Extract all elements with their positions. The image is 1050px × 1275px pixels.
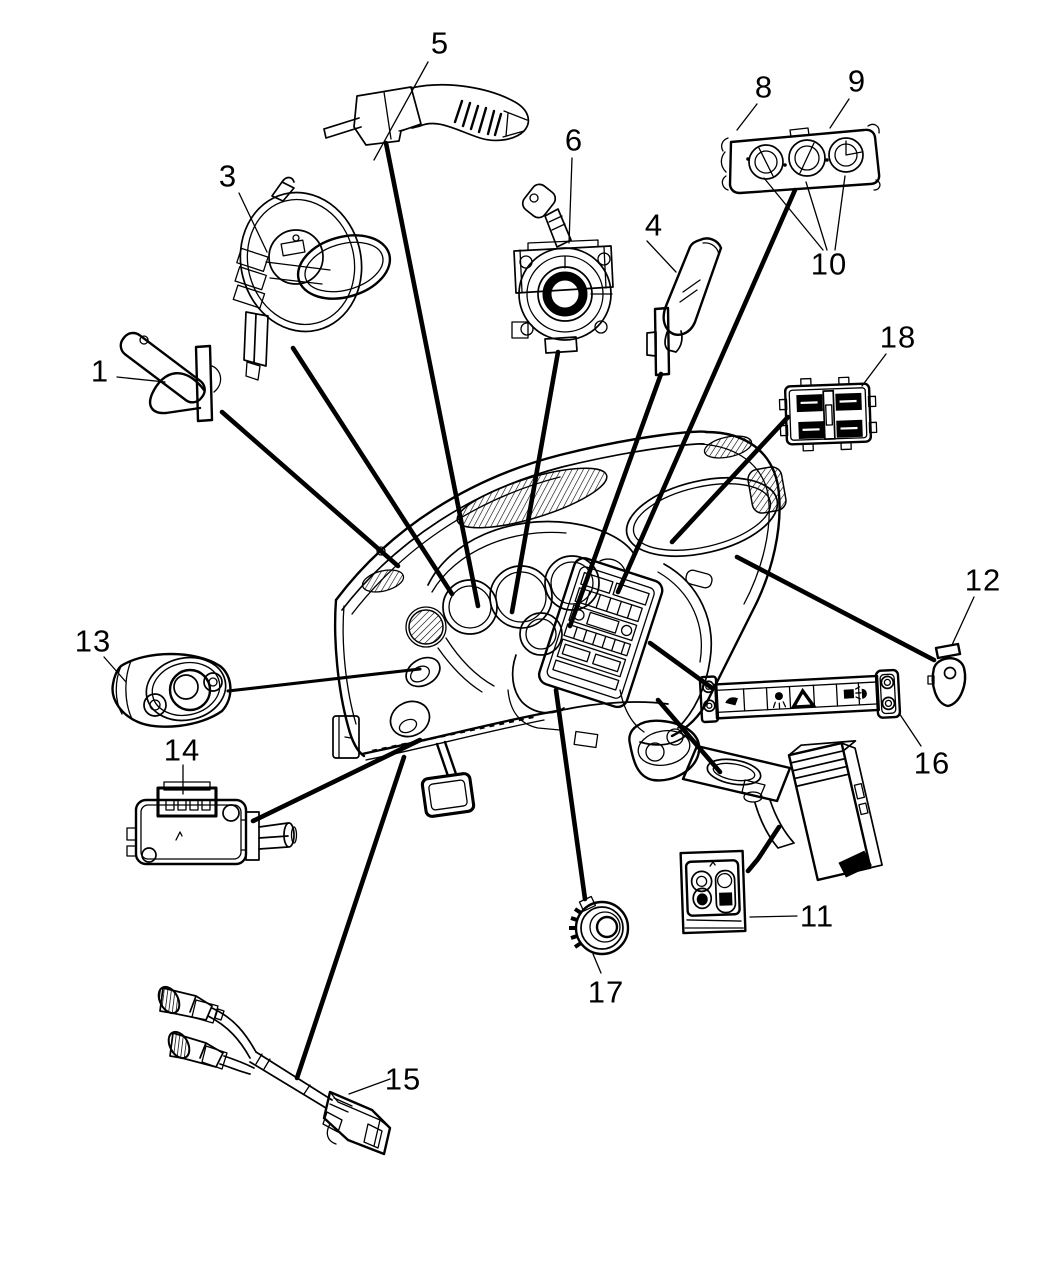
left-demister-vent <box>360 566 406 596</box>
hvac-knob-left <box>749 145 783 179</box>
part-5-wiper-switch-lever <box>324 85 528 145</box>
callout-1: 1 <box>90 353 110 389</box>
console-assembly <box>629 721 885 884</box>
part-4-stalk-lever <box>647 238 721 375</box>
hvac-knob-center <box>789 140 825 176</box>
part-12-plug <box>928 644 965 706</box>
callout-5: 5 <box>430 25 450 61</box>
thick-leader-lines <box>222 143 934 1078</box>
part-1-turn-signal-stalk <box>116 329 220 421</box>
part-18-switch-module <box>779 376 877 451</box>
callout-18: 18 <box>879 319 917 355</box>
callout-10: 10 <box>810 246 848 282</box>
speaker-grille-right <box>702 432 753 462</box>
left-round-vent <box>409 610 443 644</box>
callout-16: 16 <box>913 745 951 781</box>
part-3-clockspring <box>226 178 398 381</box>
callout-3: 3 <box>218 158 238 194</box>
part-11-switch-panel <box>681 851 746 933</box>
callout-9: 9 <box>847 63 867 99</box>
headlamp-switch-opening <box>401 652 445 693</box>
part-8-9-hvac-control <box>721 124 880 193</box>
callout-17: 17 <box>587 974 625 1010</box>
callout-15: 15 <box>384 1061 422 1097</box>
part-6-ignition-switch <box>512 181 613 353</box>
right-round-vent <box>746 465 787 514</box>
center-stack <box>537 556 665 710</box>
callout-6: 6 <box>564 122 584 158</box>
lever-grip-hatch <box>455 101 501 135</box>
callout-13: 13 <box>74 623 112 659</box>
callout-14: 14 <box>163 732 201 768</box>
part-16-switch-bank <box>700 667 900 727</box>
clockspring-connectors <box>226 248 276 308</box>
callout-8: 8 <box>754 69 774 105</box>
callout-12: 12 <box>964 562 1002 598</box>
callout-4: 4 <box>644 207 664 243</box>
part-17-ring-switch <box>569 897 628 954</box>
knurled-edge <box>569 909 581 947</box>
part-15-wiring-harness <box>154 983 390 1154</box>
speaker-grille-center <box>452 456 613 540</box>
ignition-key <box>520 181 571 247</box>
part-14-brake-switch-module <box>127 782 297 864</box>
part-13-headlamp-switch <box>113 650 232 727</box>
dashboard-illustration <box>333 432 788 818</box>
brake-pedal <box>422 742 475 817</box>
console-module-box <box>787 733 885 884</box>
callout-11: 11 <box>799 898 835 934</box>
hvac-knob-right <box>829 138 863 172</box>
